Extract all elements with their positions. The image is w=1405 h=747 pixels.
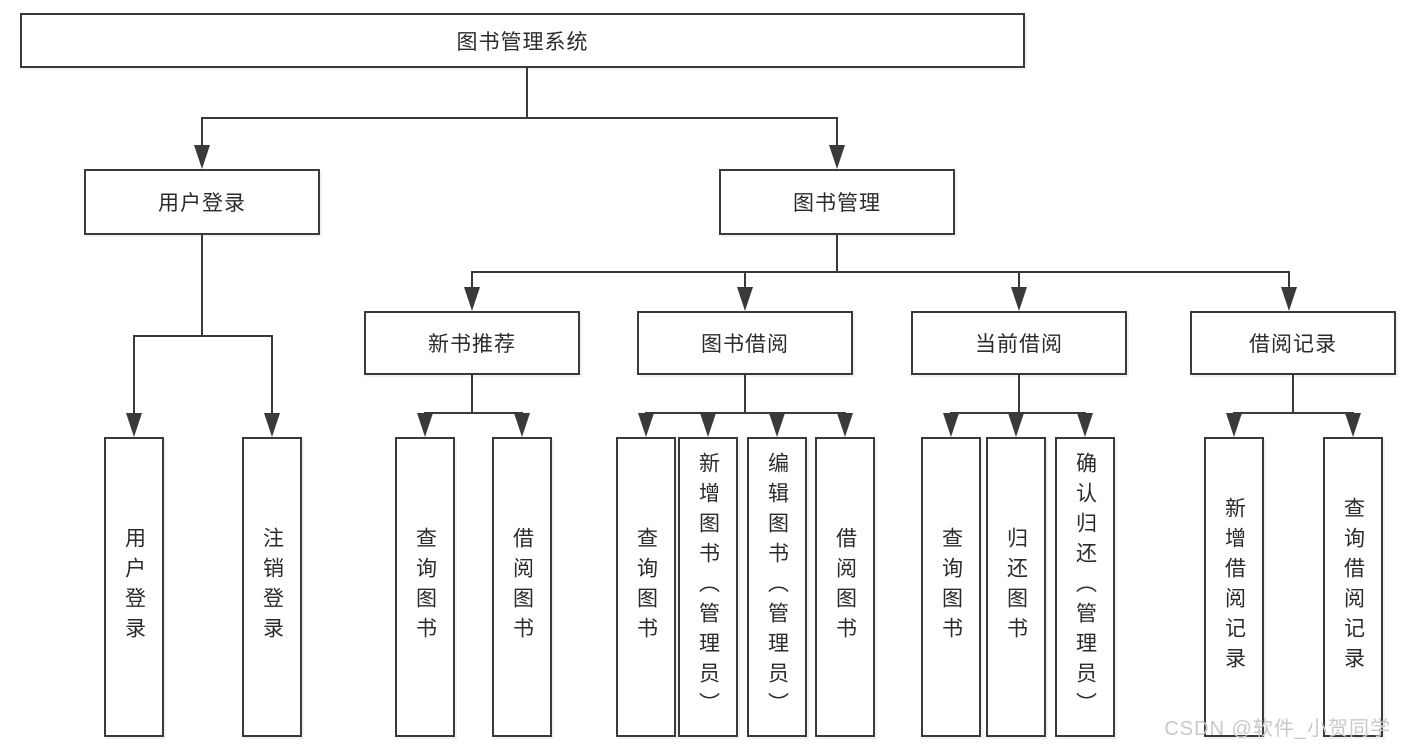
connector-drop-book-borrow: [744, 272, 746, 288]
node-label: 图书借阅: [701, 333, 789, 356]
arrow-down-icon: [1011, 287, 1027, 311]
connector-book-mgmt-stem: [836, 235, 838, 272]
arrow-down-icon: [194, 145, 210, 169]
node-book-borrowing: 图书借阅: [637, 311, 853, 375]
leaf-label: 查询图书: [634, 527, 658, 647]
connector-borrow-records-stem: [1292, 375, 1294, 413]
leaf-label: 归还图书: [1004, 527, 1028, 647]
connector-user-login-bar: [133, 335, 273, 337]
leaf-return-books: 归还图书: [986, 437, 1046, 737]
leaf-add-books-admin: 新增图书（管理员）: [678, 437, 738, 737]
arrow-down-icon: [829, 145, 845, 169]
arrow-down-icon: [837, 413, 853, 437]
connector-user-login-stem: [201, 235, 203, 336]
node-label: 借阅记录: [1249, 333, 1337, 356]
arrow-down-icon: [638, 413, 654, 437]
node-label: 图书管理: [793, 192, 881, 215]
connector-root-stem: [526, 68, 528, 118]
node-library-management-system: 图书管理系统: [20, 13, 1025, 68]
node-book-management: 图书管理: [719, 169, 955, 235]
arrow-down-icon: [700, 413, 716, 437]
leaf-borrow-books-recommend: 借阅图书: [492, 437, 552, 737]
arrow-down-icon: [1345, 413, 1361, 437]
leaf-label: 借阅图书: [510, 527, 534, 647]
leaf-confirm-return-admin: 确认归还（管理员）: [1055, 437, 1115, 737]
node-user-login: 用户登录: [84, 169, 320, 235]
arrow-down-icon: [1226, 413, 1242, 437]
leaf-add-borrow-record: 新增借阅记录: [1204, 437, 1264, 737]
connector-drop-logout-leaf: [271, 336, 273, 414]
leaf-user-login: 用户登录: [104, 437, 164, 737]
arrow-down-icon: [126, 413, 142, 437]
connector-root-bar: [201, 117, 838, 119]
leaf-label: 用户登录: [122, 527, 146, 647]
connector-book-borrow-stem: [744, 375, 746, 413]
arrow-down-icon: [737, 287, 753, 311]
arrow-down-icon: [1077, 413, 1093, 437]
arrow-down-icon: [417, 413, 433, 437]
connector-current-borrow-stem: [1018, 375, 1020, 413]
node-new-book-recommend: 新书推荐: [364, 311, 580, 375]
node-label: 图书管理系统: [456, 30, 589, 54]
leaf-label: 查询图书: [413, 527, 437, 647]
arrow-down-icon: [1008, 413, 1024, 437]
leaf-label: 新增借阅记录: [1222, 497, 1246, 677]
connector-new-book-stem: [471, 375, 473, 413]
arrow-down-icon: [514, 413, 530, 437]
connector-new-book-bar: [424, 412, 523, 414]
connector-drop-borrow-records: [1288, 272, 1290, 288]
connector-drop-new-book: [471, 272, 473, 288]
leaf-label: 确认归还（管理员）: [1073, 452, 1097, 722]
arrow-down-icon: [464, 287, 480, 311]
leaf-logout: 注销登录: [242, 437, 302, 737]
node-label: 新书推荐: [428, 333, 516, 356]
connector-drop-book-management: [836, 117, 838, 147]
node-label: 当前借阅: [975, 333, 1063, 356]
leaf-label: 编辑图书（管理员）: [765, 452, 789, 722]
leaf-query-books-borrow: 查询图书: [616, 437, 676, 737]
node-current-borrowing: 当前借阅: [911, 311, 1127, 375]
connector-book-borrow-bar: [645, 412, 846, 414]
leaf-label: 注销登录: [260, 527, 284, 647]
leaf-query-books-current: 查询图书: [921, 437, 981, 737]
leaf-label: 查询图书: [939, 527, 963, 647]
connector-drop-user-login: [201, 117, 203, 147]
csdn-watermark: CSDN @软件_小贺同学: [1164, 718, 1391, 740]
leaf-label: 新增图书（管理员）: [696, 452, 720, 722]
leaf-query-borrow-record: 查询借阅记录: [1323, 437, 1383, 737]
node-borrowing-records: 借阅记录: [1190, 311, 1396, 375]
arrow-down-icon: [264, 413, 280, 437]
connector-drop-login-leaf: [133, 336, 135, 414]
leaf-query-books-recommend: 查询图书: [395, 437, 455, 737]
arrow-down-icon: [943, 413, 959, 437]
leaf-label: 借阅图书: [833, 527, 857, 647]
leaf-label: 查询借阅记录: [1341, 497, 1365, 677]
connector-borrow-records-bar: [1233, 412, 1354, 414]
leaf-borrow-books: 借阅图书: [815, 437, 875, 737]
arrow-down-icon: [1281, 287, 1297, 311]
arrow-down-icon: [769, 413, 785, 437]
node-label: 用户登录: [158, 192, 246, 215]
connector-book-mgmt-bar: [471, 271, 1290, 273]
leaf-edit-books-admin: 编辑图书（管理员）: [747, 437, 807, 737]
connector-drop-current-borrow: [1018, 272, 1020, 288]
